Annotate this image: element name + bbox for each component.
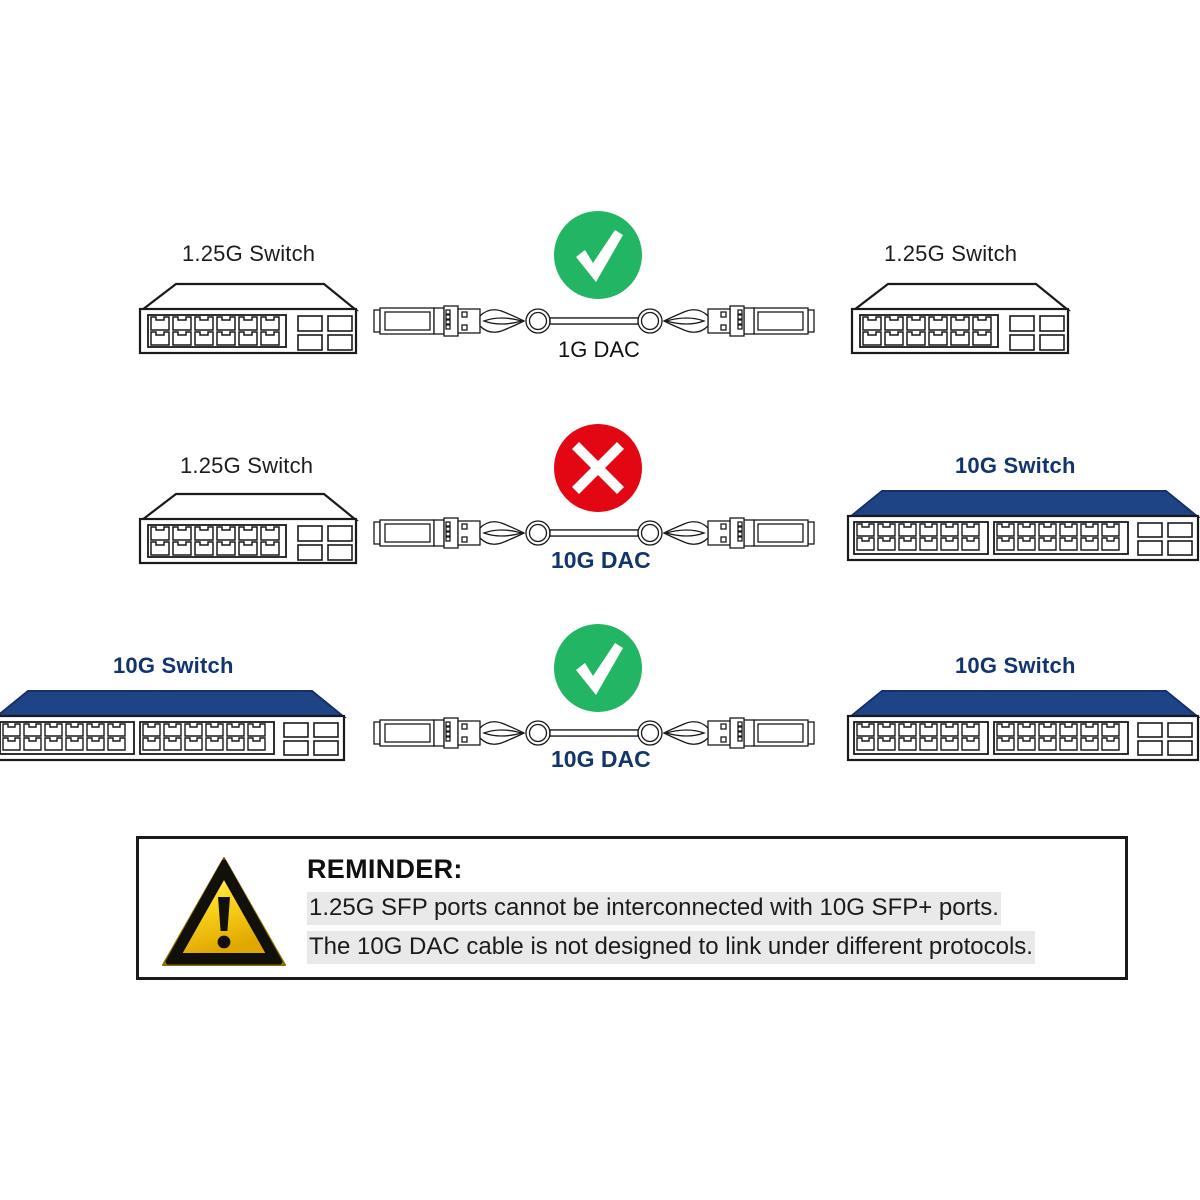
green-check-circle-icon [552, 209, 644, 301]
row-1-right-device-label: 1.25G Switch [884, 241, 1018, 266]
reminder-text-block: REMINDER: 1.25G SFP ports cannot be inte… [307, 853, 1115, 970]
red-x-circle-icon [552, 422, 644, 514]
row-3-left-device-label: 10G Switch [113, 653, 234, 678]
switch-10g-row3-left[interactable] [0, 685, 348, 767]
reminder-line-1: 1.25G SFP ports cannot be interconnected… [307, 892, 1001, 926]
reminder-title: REMINDER: [307, 854, 463, 884]
row-3-right-device-label: 10G Switch [955, 653, 1076, 678]
row-2-right-device-label: 10G Switch [955, 453, 1076, 478]
row-1-left-device-label: 1.25G Switch [182, 241, 316, 266]
switch-1.25g-row2-left[interactable] [134, 490, 362, 566]
dac-cable-row2[interactable] [372, 512, 816, 554]
switch-1.25g-row1-right[interactable] [846, 280, 1074, 356]
row-3-cable-label: 10G DAC [551, 746, 651, 772]
row-1-cable-label: 1G DAC [558, 337, 640, 362]
switch-1.25g-row1-left[interactable] [134, 280, 362, 356]
dac-cable-row3[interactable] [372, 712, 816, 754]
reminder-line-2: The 10G DAC cable is not designed to lin… [307, 931, 1035, 964]
row-2-left-device-label: 1.25G Switch [180, 453, 314, 478]
green-check-circle-icon [552, 622, 644, 714]
switch-10g-row2-right[interactable] [846, 485, 1200, 567]
dac-cable-row1[interactable] [372, 300, 816, 342]
switch-10g-row3-right[interactable] [846, 685, 1200, 767]
warning-triangle-icon [161, 855, 287, 971]
reminder-panel: REMINDER: 1.25G SFP ports cannot be inte… [136, 836, 1128, 980]
row-2-cable-label: 10G DAC [551, 547, 651, 573]
